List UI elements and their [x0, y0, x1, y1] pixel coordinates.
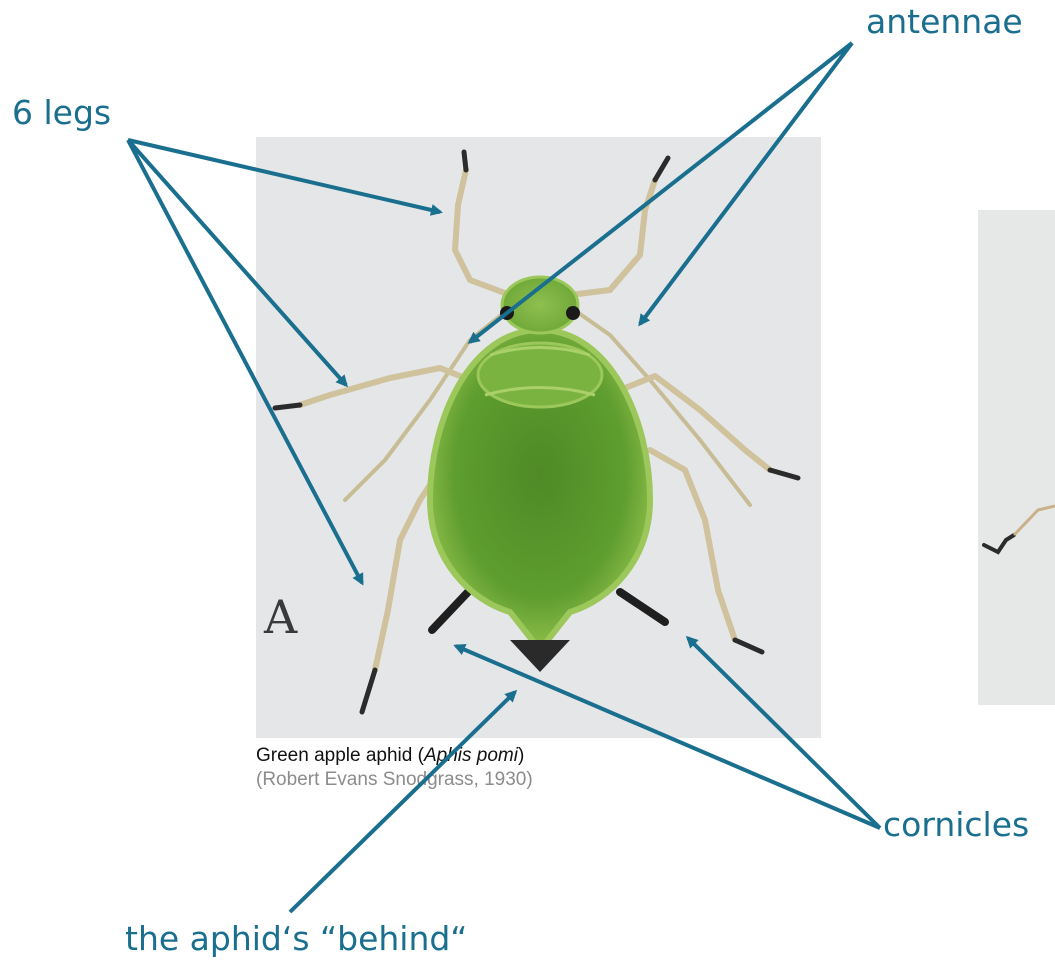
arrow-cornicle-right: [688, 638, 880, 828]
label-cornicles: cornicles: [883, 808, 1029, 841]
arrow-cornicle-left: [456, 646, 880, 828]
label-antennae: antennae: [866, 5, 1023, 38]
arrow-legs-front: [128, 140, 440, 212]
label-behind: the aphid‘s “behind“: [125, 922, 467, 955]
label-legs: 6 legs: [12, 96, 111, 129]
arrow-behind: [290, 692, 515, 912]
